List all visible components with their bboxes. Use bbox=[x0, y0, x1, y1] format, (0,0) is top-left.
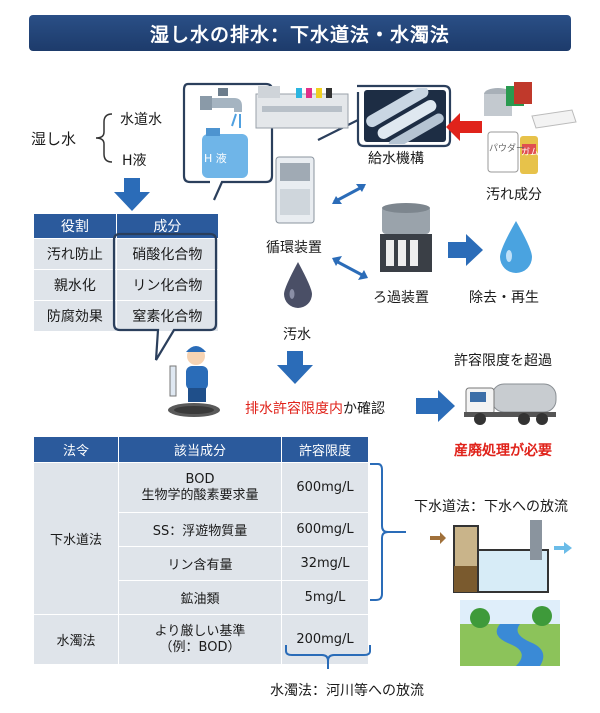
component-cell: BOD 生物学的酸素要求量 bbox=[118, 462, 282, 513]
exchange-arrow-icon bbox=[332, 184, 366, 204]
waste-drop-icon bbox=[284, 262, 312, 308]
printing-press-icon bbox=[255, 86, 349, 129]
sewer-tank-icon bbox=[430, 520, 572, 593]
role-table: 役割 成分 汚れ防止 硝酸化合物 親水化 リン化合物 防腐効果 窒素化合物 bbox=[33, 213, 220, 332]
circulation-device-icon bbox=[275, 156, 315, 224]
h-solution-label: H液 bbox=[122, 153, 147, 169]
check-rest: か確認 bbox=[343, 401, 385, 417]
component-cell: 鉱油類 bbox=[118, 580, 282, 615]
river-discharge-label: 水濁法：河川等への放流 bbox=[270, 683, 424, 699]
industrial-waste-label: 産廃処理が必要 bbox=[454, 443, 552, 459]
component-cell: リン含有量 bbox=[118, 546, 282, 581]
law-cell: 下水道法 bbox=[33, 462, 119, 615]
table-row: SS：浮遊物質量 600mg/L bbox=[34, 512, 369, 547]
faucet-icon bbox=[200, 88, 248, 178]
waste-water-label: 汚水 bbox=[283, 327, 311, 343]
down-arrow-icon bbox=[277, 351, 313, 384]
limit-cell: 32mg/L bbox=[281, 546, 369, 581]
gum-label: ガム bbox=[521, 148, 540, 158]
supply-callout bbox=[182, 82, 452, 201]
table-cell: 窒素化合物 bbox=[115, 300, 220, 332]
table-row: 親水化 リン化合物 bbox=[33, 269, 220, 301]
clean-drop-icon bbox=[500, 221, 532, 273]
dirt-items-icon bbox=[484, 82, 577, 174]
table-cell: 硝酸化合物 bbox=[115, 238, 220, 270]
law-cell: 水濁法 bbox=[33, 614, 119, 665]
right-arrow-icon bbox=[416, 390, 455, 422]
table-row: 汚れ防止 硝酸化合物 bbox=[33, 238, 220, 270]
worker-icon bbox=[168, 346, 220, 417]
table-cell: 汚れ防止 bbox=[33, 238, 117, 270]
check-text: 排水許容限度内か確認 bbox=[245, 398, 385, 418]
component-header: 該当成分 bbox=[118, 436, 282, 463]
component-cell: SS：浮遊物質量 bbox=[118, 512, 282, 547]
limit-cell: 600mg/L bbox=[281, 512, 369, 547]
sewer-discharge-label: 下水道法：下水への放流 bbox=[414, 499, 568, 515]
limit-cell: 600mg/L bbox=[281, 462, 369, 513]
filter-label: ろ過装置 bbox=[373, 290, 429, 306]
river-landscape-icon bbox=[460, 600, 560, 666]
red-arrow-icon bbox=[446, 113, 482, 141]
page-title: 湿し水の排水：下水道法・水濁法 bbox=[29, 15, 571, 51]
dampening-water-label: 湿し水 bbox=[31, 130, 77, 148]
circulation-label: 循環装置 bbox=[266, 240, 322, 256]
powder-label: パウダー bbox=[489, 144, 526, 154]
exceed-label: 許容限度を超過 bbox=[454, 353, 552, 369]
table-row: 水濁法 より厳しい基準 （例：BOD） 200mg/L bbox=[33, 614, 369, 665]
right-arrow-icon bbox=[448, 234, 483, 266]
removal-label: 除去・再生 bbox=[469, 290, 539, 306]
tap-water-label: 水道水 bbox=[120, 112, 162, 128]
limit-cell: 5mg/L bbox=[281, 580, 369, 615]
limit-header: 許容限度 bbox=[281, 436, 369, 463]
exchange-arrow-icon bbox=[332, 256, 368, 280]
truck-icon bbox=[464, 383, 557, 425]
input-brace bbox=[95, 113, 113, 163]
sewer-bracket bbox=[370, 463, 406, 601]
role-header: 役割 bbox=[33, 213, 117, 239]
law-header: 法令 bbox=[33, 436, 119, 463]
limit-highlight: 排水許容限度内 bbox=[245, 401, 343, 417]
rollers-icon bbox=[364, 88, 446, 144]
component-callout bbox=[112, 232, 218, 361]
table-cell: 防腐効果 bbox=[33, 300, 117, 332]
table-cell: 親水化 bbox=[33, 269, 117, 301]
down-arrow-icon bbox=[114, 178, 150, 211]
filter-device-icon bbox=[380, 203, 432, 272]
h-can-label: H 液 bbox=[204, 152, 227, 165]
table-row: 防腐効果 窒素化合物 bbox=[33, 300, 220, 332]
component-cell: より厳しい基準 （例：BOD） bbox=[118, 614, 282, 665]
supply-mechanism-label: 給水機構 bbox=[366, 148, 426, 168]
law-table: 法令 該当成分 許容限度 下水道法 BOD 生物学的酸素要求量 600mg/L … bbox=[33, 436, 369, 665]
dirt-components-label: 汚れ成分 bbox=[486, 187, 542, 203]
river-bracket bbox=[285, 645, 371, 669]
table-cell: リン化合物 bbox=[115, 269, 220, 301]
table-row: 下水道法 BOD 生物学的酸素要求量 600mg/L bbox=[33, 462, 369, 615]
